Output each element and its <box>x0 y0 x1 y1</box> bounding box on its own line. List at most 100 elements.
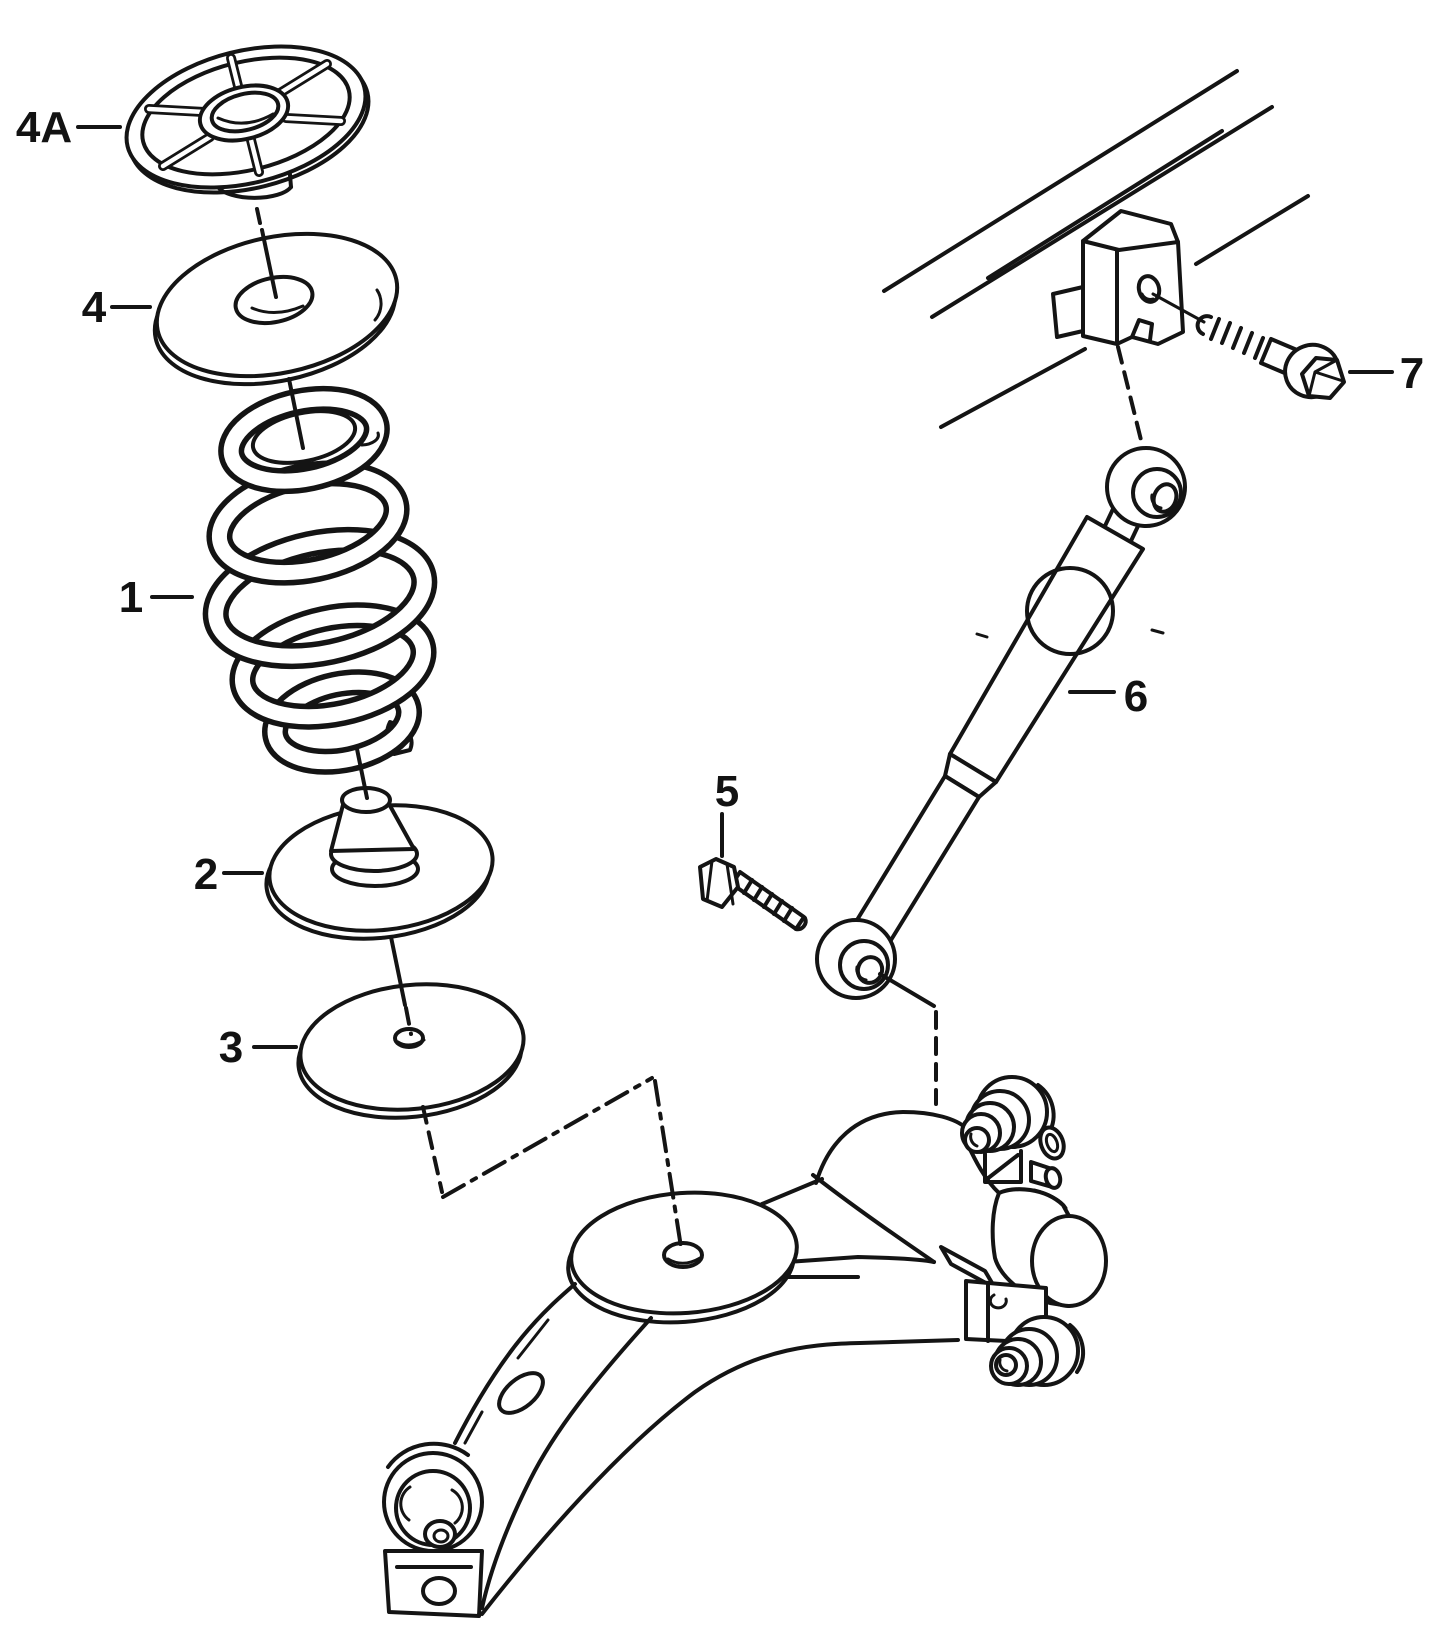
knuckle-front-edge <box>760 1177 824 1206</box>
barrel-end-cap <box>1030 1214 1108 1308</box>
shock-mount-bracket <box>1051 209 1185 346</box>
tab-hole <box>421 1576 457 1606</box>
bushing-hook-right <box>450 1488 464 1525</box>
bolt7-hex-facets <box>1307 359 1345 398</box>
coil-spring-1 <box>202 385 438 775</box>
callout-4: 4 <box>82 283 152 332</box>
bracket-notch <box>1130 318 1154 342</box>
bolt-5 <box>698 857 808 932</box>
spring-wire-end <box>360 431 380 447</box>
beam-slot-hole <box>497 1371 545 1415</box>
bolt-7 <box>1151 292 1346 400</box>
upper-eyelet-hook <box>1150 493 1163 510</box>
rail-line <box>1194 194 1310 266</box>
upper-eyelet-hole <box>1151 482 1179 514</box>
bracket-tab <box>1051 285 1085 339</box>
shock-upper-tube <box>948 515 1145 784</box>
bracket-body <box>1081 209 1185 346</box>
thread-ridge <box>772 899 784 916</box>
axis-4a-dash <box>255 207 262 225</box>
thread-ridge <box>752 885 764 902</box>
bolt5-hex-facets <box>705 859 735 906</box>
axis-eyelet-leader <box>878 972 936 1008</box>
bushing-hook <box>998 1358 1009 1373</box>
bolt7-axis-leader <box>1151 292 1206 324</box>
shock-absorber-6 <box>815 446 1187 1000</box>
knuckle-dome <box>814 1110 972 1185</box>
callout-1: 1 <box>119 573 194 622</box>
bushing-back-ring <box>1068 1323 1086 1374</box>
spoke-core <box>146 106 207 115</box>
shock-lower-tube <box>855 774 981 942</box>
lower-eyelet-ring <box>838 939 890 991</box>
arm-bottom-edge <box>480 1338 960 1616</box>
redaction-dot <box>1025 566 1115 656</box>
bolt5-tip <box>794 916 808 932</box>
side-boss-hole <box>1044 1132 1060 1154</box>
callout-6: 6 <box>1068 672 1148 721</box>
callout-3: 3 <box>219 1023 298 1072</box>
axis-plate-down-dash <box>421 1105 444 1194</box>
plate-hole-shade <box>396 1038 426 1047</box>
mount-plate-slot <box>988 1293 1008 1310</box>
thread-ridge <box>1231 326 1243 350</box>
callout-label: 5 <box>715 767 739 816</box>
barrel-lip <box>1032 1188 1068 1210</box>
side-stub-cap <box>1043 1166 1063 1190</box>
washer-hole-shade <box>250 304 305 314</box>
thread-ridge <box>742 878 754 895</box>
rail-line <box>986 129 1224 280</box>
arm-upper-bushing <box>960 1075 1066 1190</box>
coil-loop-core <box>223 391 385 489</box>
beam-front-edge <box>453 1282 577 1445</box>
arm-spring-seat <box>566 1190 799 1325</box>
callout-label: 4A <box>16 103 72 152</box>
thread-ridge <box>1220 321 1232 345</box>
bolt5-threads <box>742 878 794 923</box>
spring-retainer-4a <box>124 44 371 200</box>
seat-hole-shade <box>666 1256 702 1265</box>
coil-loop-core <box>267 674 417 770</box>
thread-ridge <box>1242 331 1254 355</box>
retainer-spokes <box>144 53 346 177</box>
bushing-hook <box>969 1132 979 1148</box>
callout-label: 7 <box>1400 349 1424 398</box>
spoke-core <box>160 134 213 169</box>
spring-top-opening <box>250 409 358 465</box>
coil-loop-core <box>208 532 432 664</box>
callout-5: 5 <box>715 767 739 858</box>
callout-7: 7 <box>1348 349 1424 398</box>
thread-ridge <box>1209 317 1221 341</box>
arm-lower-bushing <box>989 1315 1086 1387</box>
axis-v-right-leg <box>653 1079 683 1249</box>
trailing-arm <box>382 1075 1108 1618</box>
callout-label: 1 <box>119 573 143 622</box>
assembly-axis-lines <box>255 207 1143 1249</box>
arm-topface-line <box>785 1255 936 1264</box>
bushing-bracket <box>983 1149 1023 1184</box>
knuckle-left-edge <box>811 1173 936 1264</box>
axis-washer-to-spring <box>287 377 305 450</box>
beam-inner-edge <box>480 1316 653 1610</box>
thread-ridge <box>782 906 794 923</box>
axis-dome-plate-dash <box>404 1006 413 1036</box>
spoke-core <box>228 55 242 93</box>
rail-line <box>930 105 1274 319</box>
spring-plate-3 <box>296 982 526 1120</box>
spring-washer-4 <box>152 231 400 387</box>
coil-loop-core <box>234 607 432 725</box>
washer-edge-highlight <box>373 288 383 322</box>
axis-4a-to-washer <box>260 228 278 299</box>
bump-stop-2 <box>264 786 495 941</box>
bushing-center-hole <box>432 1528 450 1544</box>
spoke-core <box>283 115 344 124</box>
spoke-core <box>248 137 262 175</box>
washer-hole <box>233 275 315 325</box>
spoke-core <box>277 61 330 96</box>
bushing-cap <box>963 1126 991 1154</box>
rail-line <box>939 347 1087 429</box>
callout-4a: 4A <box>16 103 122 152</box>
callout-label: 3 <box>219 1023 243 1072</box>
